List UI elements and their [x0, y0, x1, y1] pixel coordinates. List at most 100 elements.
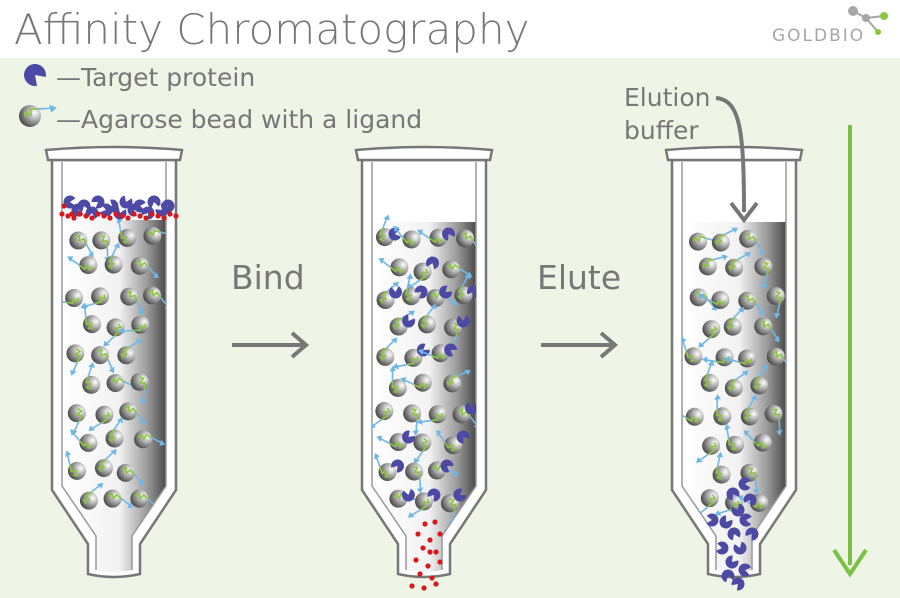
target-protein-icon: [725, 555, 739, 569]
target-protein-icon: [427, 488, 441, 502]
logo-dot-icon: [880, 12, 888, 20]
contaminant-dot: [421, 585, 427, 591]
agarose-bead-icon: [403, 404, 422, 437]
target-protein-icon: [466, 285, 476, 299]
target-protein-icon: [127, 203, 141, 217]
contaminant-dot: [83, 213, 89, 219]
agarose-bead-icon: [766, 286, 785, 319]
agarose-bead-icon: [378, 258, 409, 277]
agarose-bead-icon: [713, 394, 732, 426]
contaminant-dot: [429, 575, 435, 581]
contaminant-dot: [167, 211, 173, 217]
agarose-bead-icon: [116, 463, 145, 486]
target-protein-icon: [426, 256, 440, 270]
agarose-bead-icon: [724, 370, 749, 397]
agarose-bead-icon: [698, 320, 721, 348]
target-protein-icon: [726, 487, 740, 501]
legend: —Target protein —Agarose bead with a lig…: [19, 63, 422, 134]
goldbio-logo: GOLDBIO: [772, 6, 888, 46]
target-protein-icon: [719, 515, 733, 529]
agarose-bead-icon: [119, 402, 147, 426]
contaminant-dot: [433, 581, 439, 587]
agarose-bead-icon: [738, 291, 765, 317]
agarose-bead-icon: [120, 287, 144, 316]
legend-label-target-protein: —Target protein: [56, 63, 255, 92]
target-protein-icon: [456, 315, 470, 328]
agarose-bead-icon: [740, 394, 759, 426]
contaminant-dot: [425, 563, 431, 569]
agarose-bead-icon: [416, 405, 447, 425]
target-protein-icon: [91, 195, 105, 209]
contaminant-dot: [149, 211, 155, 217]
agarose-bead-icon: [436, 429, 463, 455]
contaminant-dot: [161, 215, 167, 221]
contaminant-dot: [427, 537, 433, 543]
logo-dot-icon: [848, 6, 858, 16]
agarose-bead-icon: [67, 256, 98, 275]
contaminant-dot: [61, 203, 67, 209]
agarose-bead-icon: [79, 482, 104, 510]
agarose-bead-icon: [94, 449, 117, 478]
target-protein-icon: [739, 513, 752, 527]
target-protein-icon: [738, 477, 751, 491]
step-arrow-elute: [541, 331, 619, 359]
contaminant-dot: [131, 211, 137, 217]
target-protein-icon: [444, 343, 458, 357]
target-protein-icon: [119, 195, 133, 209]
agarose-bead-icon: [456, 229, 476, 251]
logo-dot-icon: [862, 14, 870, 22]
agarose-bead-icon: [739, 229, 765, 256]
brand-name: GOLDBIO: [772, 26, 865, 46]
agarose-bead-icon: [372, 402, 394, 429]
target-protein-icon: [99, 203, 113, 217]
target-protein-icon: [442, 227, 455, 241]
target-protein-icon: [414, 285, 428, 299]
agarose-bead-icon: [750, 364, 769, 395]
agarose-bead-icon: [69, 231, 94, 258]
target-protein-icon: [465, 402, 476, 415]
contaminant-dot: [143, 215, 149, 221]
agarose-bead-icon: [143, 226, 166, 245]
agarose-bead-icon: [696, 436, 721, 463]
agarose-bead-icon: [374, 452, 397, 482]
target-protein-icon: [727, 527, 741, 541]
contaminant-dot: [420, 545, 426, 551]
agarose-bead-icon: [724, 349, 757, 368]
agarose-bead-icon: [712, 451, 731, 484]
agarose-bead-icon: [19, 104, 57, 127]
target-protein-icon: [731, 503, 745, 517]
agarose-bead-icon: [740, 463, 760, 495]
target-protein-icon: [402, 430, 415, 444]
agarose-bead-icon: [134, 430, 166, 449]
target-protein-icon: [389, 286, 403, 299]
agarose-bead-icon: [754, 317, 780, 343]
target-protein-icon: [440, 459, 454, 473]
elution-buffer-label-line2: buffer: [624, 116, 699, 145]
contaminant-dot: [417, 571, 423, 577]
agarose-bead-icon: [104, 242, 123, 274]
agarose-bead-icon: [105, 417, 124, 448]
agarose-bead-icon: [376, 337, 398, 366]
column-bound: [354, 145, 494, 591]
agarose-bead-icon: [66, 344, 85, 376]
agarose-bead-icon: [407, 262, 432, 289]
agarose-bead-icon: [698, 254, 729, 276]
contaminant-dot: [77, 211, 83, 217]
step-label-bind: Bind: [231, 258, 305, 297]
agarose-bead-icon: [682, 336, 703, 366]
agarose-bead-icon: [19, 104, 57, 127]
elution-buffer-arrow: [715, 96, 759, 224]
agarose-bead-icon: [393, 225, 421, 249]
agarose-bead-icon: [130, 489, 160, 510]
agarose-bead-icon: [407, 492, 433, 518]
elution-buffer-label-line1: Elution: [624, 83, 710, 112]
agarose-bead-icon: [417, 303, 437, 334]
agarose-bead-icon: [91, 346, 115, 374]
target-protein-icon: [743, 493, 757, 507]
agarose-bead-icon: [766, 347, 786, 369]
target-protein-icon: [391, 459, 405, 473]
target-protein-icon: [738, 563, 752, 577]
contaminant-dot: [422, 521, 428, 527]
agarose-bead-icon: [82, 362, 101, 394]
target-protein-icon: [155, 203, 169, 217]
